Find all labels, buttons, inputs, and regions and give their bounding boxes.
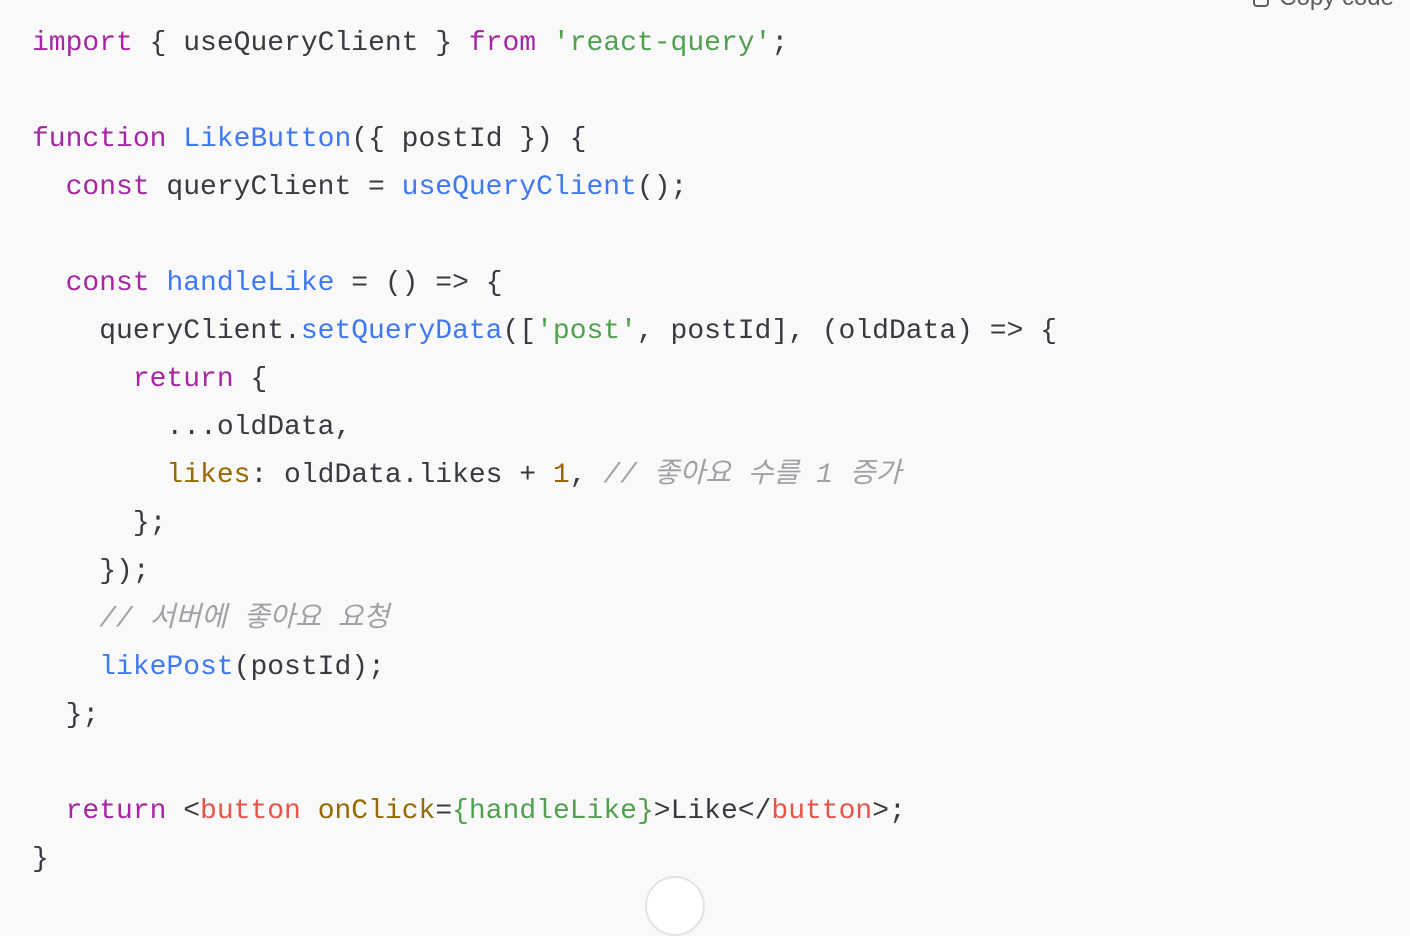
function-name-token: handleLike	[166, 268, 335, 299]
code-block: import { useQueryClient } from 'react-qu…	[32, 20, 1057, 884]
function-name-token: useQueryClient	[401, 172, 637, 203]
code-line	[32, 68, 1057, 116]
function-name-token: setQueryData	[300, 316, 503, 347]
code-text-token: queryClient =	[149, 172, 402, 203]
code-text-token: ([	[502, 316, 537, 347]
code-text-token: queryClient.	[32, 316, 301, 347]
string-token: 'react-query'	[552, 28, 772, 59]
code-line: import { useQueryClient } from 'react-qu…	[32, 20, 1057, 68]
code-text-token	[32, 604, 99, 635]
jsx-tag-token: button	[200, 796, 301, 827]
code-line: };	[32, 500, 1057, 548]
code-text-token: };	[32, 700, 100, 731]
code-line: // 서버에 좋아요 요청	[32, 596, 1057, 644]
keyword-token: const	[65, 172, 150, 203]
keyword-token: return	[65, 796, 167, 827]
code-text-token	[32, 652, 99, 683]
code-text-token: ;	[771, 28, 789, 59]
code-line: return {	[32, 356, 1057, 404]
scroll-to-bottom-button[interactable]	[645, 876, 705, 936]
keyword-token: return	[132, 364, 234, 395]
code-text-token: ...oldData,	[32, 412, 352, 443]
code-text-token	[301, 796, 318, 827]
code-line: queryClient.setQueryData(['post', postId…	[32, 308, 1057, 356]
code-line: ...oldData,	[32, 404, 1057, 452]
code-text-token: ();	[636, 172, 688, 203]
code-line: const handleLike = () => {	[32, 260, 1057, 308]
code-text-token	[32, 268, 66, 299]
code-text-token	[150, 268, 167, 299]
code-text-token: >;	[872, 796, 906, 827]
string-token: 'post'	[536, 316, 637, 347]
code-text-token	[32, 172, 66, 203]
code-text-token: { useQueryClient }	[132, 28, 469, 59]
keyword-token: const	[65, 268, 150, 299]
clipboard-icon	[1253, 0, 1270, 7]
code-text-token: , postId], (oldData) => {	[636, 316, 1057, 347]
code-line: function LikeButton({ postId }) {	[32, 116, 1057, 164]
code-text-token	[32, 460, 166, 491]
function-name-token: likePost	[99, 652, 234, 683]
code-line: likes: oldData.likes + 1, // 좋아요 수를 1 증가	[32, 452, 1057, 500]
code-text-token: });	[32, 556, 150, 587]
code-line: }	[32, 836, 1057, 884]
code-line: likePost(postId);	[32, 644, 1057, 692]
string-token: {handleLike}	[452, 796, 654, 827]
code-line: });	[32, 548, 1057, 596]
function-name-token: LikeButton	[183, 124, 352, 155]
code-line	[32, 740, 1057, 788]
code-line: };	[32, 692, 1057, 740]
code-text-token: (postId);	[233, 652, 385, 683]
code-text-token: ({ postId }) {	[351, 124, 587, 155]
code-text-token: ,	[569, 460, 604, 491]
code-text-token: =	[435, 796, 453, 827]
comment-token: // 서버에 좋아요 요청	[99, 604, 390, 635]
code-text-token: };	[32, 508, 167, 539]
comment-token: // 좋아요 수를 1 증가	[603, 460, 902, 491]
keyword-token: from	[468, 28, 537, 59]
code-line: const queryClient = useQueryClient();	[32, 164, 1057, 212]
code-text-token	[166, 124, 183, 155]
code-text-token	[536, 28, 553, 59]
jsx-tag-token: button	[771, 796, 873, 827]
code-text-token: >Like</	[653, 796, 772, 827]
copy-code-button[interactable]: Copy code	[1253, 0, 1394, 12]
property-token: onClick	[317, 796, 436, 827]
copy-code-label: Copy code	[1279, 0, 1394, 12]
property-token: likes	[166, 460, 251, 491]
code-text-token	[32, 364, 133, 395]
code-text-token: = () => {	[334, 268, 503, 299]
code-text-token: }	[32, 844, 49, 875]
code-line	[32, 212, 1057, 260]
code-text-token	[32, 796, 66, 827]
keyword-token: import	[32, 28, 133, 59]
code-text-token: {	[233, 364, 268, 395]
number-token: 1	[552, 460, 570, 491]
code-text-token: : oldData.likes +	[250, 460, 553, 491]
code-text-token: <	[166, 796, 201, 827]
code-line: return <button onClick={handleLike}>Like…	[32, 788, 1057, 836]
keyword-token: function	[32, 124, 167, 155]
